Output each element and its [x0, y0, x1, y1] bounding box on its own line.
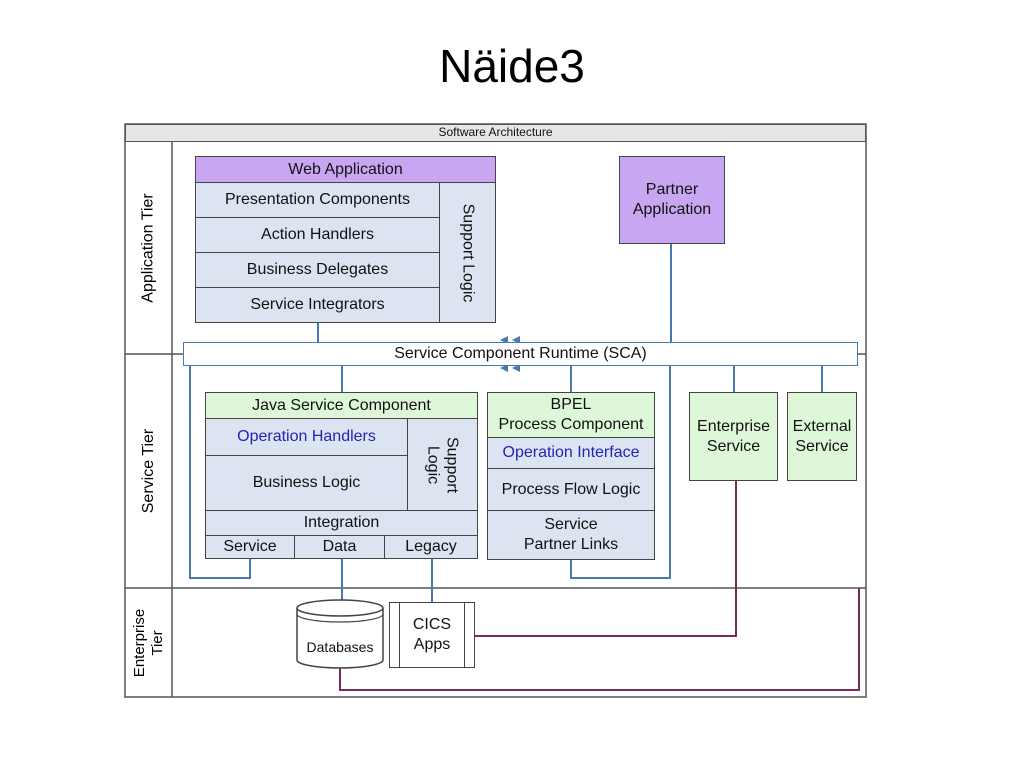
web-application-title: Web Application	[195, 156, 496, 183]
bpel-process-component-title: BPEL Process Component	[487, 392, 655, 438]
java-service-component-title: Java Service Component	[205, 392, 478, 419]
business-delegates: Business Delegates	[195, 252, 440, 288]
tier-label-service-text: Service Tier	[140, 428, 157, 514]
java-support-logic: Support Logic	[407, 418, 478, 511]
sca-arrow	[512, 364, 520, 372]
integration-service: Service	[205, 535, 295, 559]
integration-legacy: Legacy	[384, 535, 478, 559]
bpel-title-line1: BPEL	[550, 396, 592, 413]
java-support-logic-text: Support Logic	[424, 436, 461, 493]
enterprise-service: Enterprise Service	[689, 392, 778, 481]
integration-data: Data	[294, 535, 385, 559]
sca-runtime-bar: Service Component Runtime (SCA)	[183, 342, 858, 366]
databases-icon	[296, 599, 384, 669]
web-support-logic-text: Support Logic	[459, 203, 477, 302]
integration: Integration	[205, 510, 478, 536]
databases-label: Databases	[306, 639, 374, 655]
tier-label-service: Service Tier	[127, 354, 171, 588]
tier-label-application: Application Tier	[127, 142, 171, 354]
connector-enterprise-cics	[474, 480, 737, 637]
cics-apps-label: CICS Apps	[412, 616, 452, 653]
tier-label-enterprise-text: Enterprise Tier	[131, 608, 166, 677]
slide-title: Näide3	[439, 40, 585, 92]
operation-handlers: Operation Handlers	[205, 418, 408, 456]
tier-label-application-text: Application Tier	[140, 193, 158, 303]
sca-arrow	[500, 364, 508, 372]
connector-service-loop	[189, 366, 251, 579]
external-service: External Service	[787, 392, 857, 481]
presentation-components: Presentation Components	[195, 182, 440, 218]
web-support-logic: Support Logic	[439, 182, 496, 323]
frame-title: Software Architecture	[125, 124, 866, 142]
connector-db-bottom	[339, 588, 860, 691]
service-integrators: Service Integrators	[195, 287, 440, 323]
action-handlers: Action Handlers	[195, 217, 440, 253]
operation-interface: Operation Interface	[487, 437, 655, 469]
partner-application: Partner Application	[619, 156, 725, 244]
tier-label-enterprise: Enterprise Tier	[127, 588, 171, 697]
business-logic: Business Logic	[205, 455, 408, 511]
service-partner-links: Service Partner Links	[487, 510, 655, 560]
process-flow-logic: Process Flow Logic	[487, 468, 655, 511]
connector-partnerlinks-loop	[570, 366, 671, 579]
cics-apps: CICS Apps	[389, 602, 475, 668]
bpel-title-line2: Process Component	[498, 416, 644, 433]
